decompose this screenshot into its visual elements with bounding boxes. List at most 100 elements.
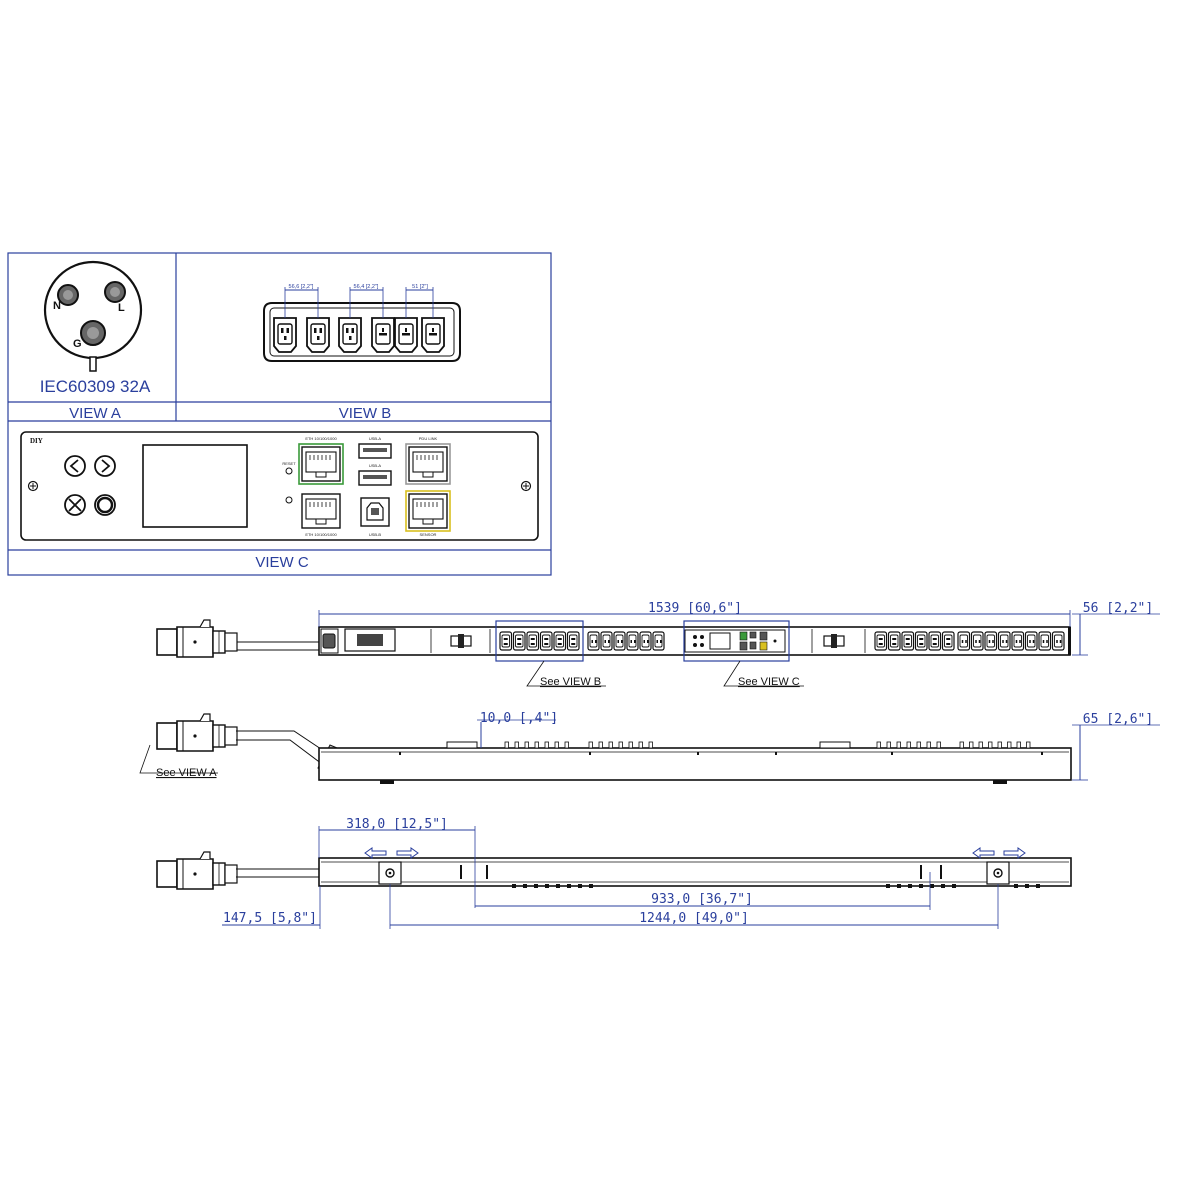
latch-mark <box>504 741 509 749</box>
mount-bracket-right-icon <box>986 861 1010 885</box>
ok-button-icon <box>94 494 116 516</box>
cancel-button-icon <box>64 494 86 516</box>
back-view: 318,0 [12,5"] 933,0 [36,7"] 1244,0 [49,0… <box>156 817 1072 929</box>
side-offset-dimension: 10,0 [,4"] <box>480 711 558 726</box>
latch-mark <box>648 741 653 749</box>
ethernet-port-bottom-icon <box>301 493 341 529</box>
pdu-link-port-icon <box>405 443 451 485</box>
side-detail-mark <box>1041 752 1043 755</box>
eth-bottom-label: ETH 10/100/1000 <box>305 532 337 537</box>
latch-mark <box>896 741 901 749</box>
latch-mark <box>978 741 983 749</box>
b-spacing-3: 51 [2"] <box>412 284 428 290</box>
view-a-plug-face: N L G IEC60309 32A <box>40 260 151 396</box>
panel-brand-logo: DIY <box>30 437 43 445</box>
see-view-c-callout: See VIEW C <box>738 676 800 688</box>
latch-mark <box>886 741 891 749</box>
usb-a2-label: USB-A <box>369 463 382 468</box>
view-c-title: VIEW C <box>255 554 309 571</box>
front-outlet-icon <box>928 631 942 651</box>
latch-mark <box>588 741 593 749</box>
underside-tick <box>578 884 582 888</box>
internal-mark <box>460 865 462 879</box>
underside-tick <box>567 884 571 888</box>
front-outlet-icon <box>887 631 901 651</box>
end-offset-dimension: 147,5 [5,8"] <box>223 911 317 926</box>
panel-lcd-display <box>142 444 248 528</box>
front-view: See VIEW B See VIEW C 1539 [60,6"] 56 [2… <box>156 601 1160 688</box>
front-outlet-icon <box>613 631 626 651</box>
front-outlet-icon <box>600 631 613 651</box>
latch-mark <box>564 741 569 749</box>
reset-label: RESET <box>282 461 296 466</box>
underside-tick <box>941 884 945 888</box>
front-mini-panel <box>684 629 786 653</box>
underside-tick <box>589 884 593 888</box>
outlet-icon <box>371 317 395 353</box>
latch-mark <box>988 741 993 749</box>
usb-b-label: USB-B <box>369 532 382 537</box>
front-outlet-icon <box>499 631 513 651</box>
latch-mark <box>1007 741 1012 749</box>
latch-mark <box>628 741 633 749</box>
b-spacing-1: 56,6 [2,2"] <box>289 284 314 290</box>
view-b-outlet-bank: 56,6 [2,2"] 56,4 [2,2"] 51 [2"] <box>263 284 461 362</box>
panel-screw-right-icon <box>520 480 532 492</box>
latch-mark <box>969 741 974 749</box>
side-detail-mark <box>399 752 401 755</box>
detail-views-box <box>7 252 552 576</box>
slide-arrows-left-icon <box>364 847 419 859</box>
latch-mark <box>608 741 613 749</box>
status-led-icon <box>285 496 293 504</box>
underside-tick <box>952 884 956 888</box>
latch-mark <box>638 741 643 749</box>
pin-g-label: G <box>73 338 82 350</box>
see-view-b-callout: See VIEW B <box>540 676 601 688</box>
underside-tick <box>1036 884 1040 888</box>
underside-tick <box>908 884 912 888</box>
input-plug-side-icon <box>156 713 238 752</box>
pdu-link-label: PDU LINK <box>419 436 438 441</box>
front-outlet-icon <box>526 631 540 651</box>
side-detail-mark <box>775 752 777 755</box>
input-plug-back-icon <box>156 851 238 890</box>
view-b-title: VIEW B <box>339 405 392 422</box>
breaker-icon-1 <box>450 634 472 648</box>
eth-top-label: ETH 10/100/1000 <box>305 436 337 441</box>
underside-tick <box>534 884 538 888</box>
front-outlet-icon <box>1024 631 1038 651</box>
sensor-port-icon <box>405 490 451 532</box>
outlet-icon <box>338 317 362 353</box>
underside-tick <box>1025 884 1029 888</box>
outlet-icon <box>306 317 330 353</box>
latch-mark <box>534 741 539 749</box>
front-outlet-icon <box>957 631 971 651</box>
underside-tick <box>523 884 527 888</box>
latch-mark <box>598 741 603 749</box>
side-view: See VIEW A 10,0 [,4"] 65 [2,6"] <box>139 711 1160 784</box>
front-outlet-icon <box>652 631 665 651</box>
underside-tick <box>897 884 901 888</box>
latch-mark <box>926 741 931 749</box>
total-length-dimension: 1539 [60,6"] <box>648 601 742 616</box>
side-depth-dimension: 65 [2,6"] <box>1083 712 1153 727</box>
front-outlet-icon <box>539 631 553 651</box>
latch-mark <box>876 741 881 749</box>
latch-mark <box>1016 741 1021 749</box>
front-outlet-icon <box>874 631 888 651</box>
latch-mark <box>959 741 964 749</box>
outer-span-dimension: 1244,0 [49,0"] <box>639 911 749 926</box>
underside-tick <box>556 884 560 888</box>
underside-tick <box>512 884 516 888</box>
outlet-icon <box>273 317 297 353</box>
side-detail-mark <box>589 752 591 755</box>
front-outlet-icon <box>1051 631 1065 651</box>
panel-screw-left-icon <box>27 480 39 492</box>
front-outlet-icon <box>984 631 998 651</box>
latch-mark <box>906 741 911 749</box>
usb-a-port-1-icon <box>358 443 392 459</box>
front-outlet-icon <box>1011 631 1025 651</box>
view-a-title: VIEW A <box>69 405 121 422</box>
usb-b-port-icon <box>360 497 390 527</box>
